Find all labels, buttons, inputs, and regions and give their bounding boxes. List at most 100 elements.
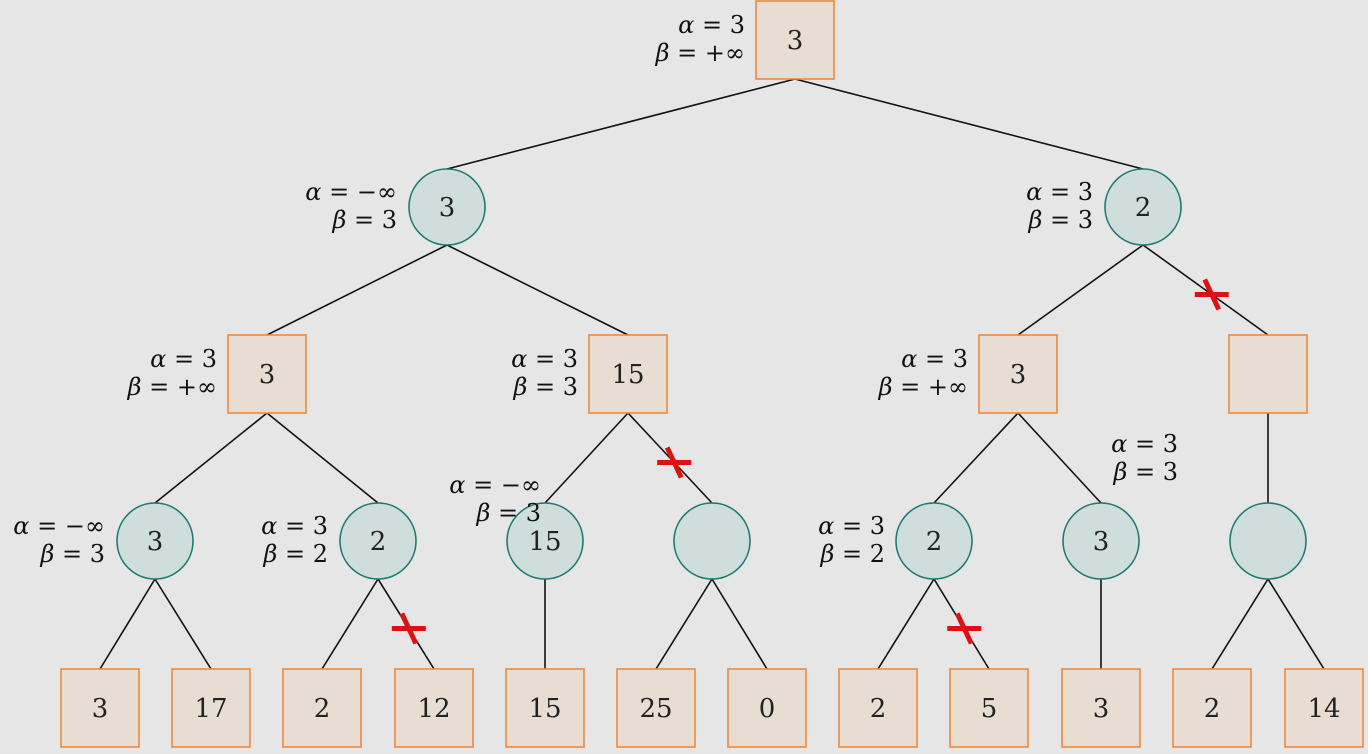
- edge-n211-l8: [877, 578, 935, 670]
- edge-n221-l12: [1267, 578, 1325, 670]
- edge-n1-n11: [266, 244, 448, 336]
- leaf-node-l7: 0: [727, 668, 807, 748]
- node-value: 3: [1093, 694, 1110, 724]
- max-node-n11: 3: [227, 334, 307, 414]
- node-value: 15: [611, 360, 644, 390]
- node-value: 3: [259, 360, 276, 390]
- alpha-beta-label-n212: α = 3β = 3: [1111, 430, 1178, 486]
- edge-n2-n21: [1017, 244, 1144, 336]
- node-value: 2: [870, 694, 887, 724]
- beta-value: 3: [1078, 206, 1093, 234]
- node-value: 25: [639, 694, 672, 724]
- node-value: 3: [787, 26, 804, 56]
- alpha-value: 3: [870, 512, 885, 540]
- leaf-node-l8: 2: [838, 668, 918, 748]
- alpha-value: 3: [313, 512, 328, 540]
- svg-text:β = 3: β = 3: [512, 373, 578, 401]
- svg-text:α = 3: α = 3: [150, 345, 217, 373]
- node-value: 5: [981, 694, 998, 724]
- min-node-n112: 2: [339, 502, 417, 580]
- alpha-value: −∞: [65, 512, 105, 540]
- alpha-beta-label-n1: α = −∞β = 3: [305, 178, 397, 234]
- max-node-n12: 15: [588, 334, 668, 414]
- alpha-beta-label-n21: α = 3β = +∞: [878, 345, 968, 401]
- alpha-beta-label-n111: α = −∞β = 3: [13, 512, 105, 568]
- edge-n111-l1: [99, 578, 156, 670]
- svg-text:β = 3: β = 3: [1112, 458, 1178, 486]
- edge-n112-l3: [321, 578, 379, 670]
- edge-n11-n111: [154, 412, 268, 504]
- prune-x-icon: [947, 612, 982, 645]
- alpha-beta-label-n211: α = 3β = 2: [818, 512, 885, 568]
- beta-value: 3: [382, 206, 397, 234]
- max-node-n21: 3: [978, 334, 1058, 414]
- svg-text:α = −∞: α = −∞: [449, 471, 541, 499]
- svg-text:α = −∞: α = −∞: [305, 178, 397, 206]
- node-value: 2: [370, 527, 387, 557]
- alpha-beta-label-n112: α = 3β = 2: [261, 512, 328, 568]
- node-value: 12: [417, 694, 450, 724]
- prune-x-icon: [1194, 278, 1229, 311]
- alpha-value: 3: [563, 345, 578, 373]
- alpha-value: 3: [1078, 178, 1093, 206]
- node-value: 3: [439, 193, 456, 223]
- svg-text:β = 3: β = 3: [1027, 206, 1093, 234]
- beta-value: 3: [563, 373, 578, 401]
- prune-marks: [391, 278, 1229, 645]
- leaf-node-l11: 2: [1172, 668, 1252, 748]
- min-node-n111: 3: [116, 502, 194, 580]
- node-value: 17: [194, 694, 227, 724]
- edge-n11-n112: [266, 412, 379, 504]
- min-node-n1: 3: [408, 168, 486, 246]
- prune-x-icon: [391, 612, 426, 645]
- leaf-node-l5: 15: [505, 668, 585, 748]
- node-value: 2: [1135, 193, 1152, 223]
- beta-value: 3: [1163, 458, 1178, 486]
- node-value: 0: [759, 694, 776, 724]
- prune-x-icon: [657, 446, 692, 479]
- edge-n221-l11: [1211, 578, 1269, 670]
- edge-root-n1: [446, 78, 796, 170]
- node-value: 15: [528, 694, 561, 724]
- beta-value: 2: [870, 540, 885, 568]
- svg-text:β = 2: β = 2: [819, 540, 885, 568]
- svg-text:α = 3: α = 3: [1026, 178, 1093, 206]
- svg-text:β = +∞: β = +∞: [878, 373, 968, 401]
- node-value: 3: [1093, 527, 1110, 557]
- edge-root-n2: [794, 78, 1144, 170]
- svg-text:α = 3: α = 3: [261, 512, 328, 540]
- svg-text:α = −∞: α = −∞: [13, 512, 105, 540]
- alpha-beta-label-n2: α = 3β = 3: [1026, 178, 1093, 234]
- beta-value: 3: [90, 540, 105, 568]
- max-node-n22: [1228, 334, 1308, 414]
- beta-value: +∞: [177, 373, 217, 401]
- leaf-node-l9: 5: [949, 668, 1029, 748]
- edge-n122-l6: [655, 578, 713, 670]
- beta-value: 2: [313, 540, 328, 568]
- svg-text:β = 3: β = 3: [39, 540, 105, 568]
- node-value: 2: [926, 527, 943, 557]
- node-value: 14: [1307, 694, 1340, 724]
- leaf-node-l6: 25: [616, 668, 696, 748]
- edge-n2-n22: [1142, 244, 1269, 336]
- alpha-value: −∞: [501, 471, 541, 499]
- min-node-n2: 2: [1104, 168, 1182, 246]
- edge-n111-l2: [154, 578, 212, 670]
- svg-text:α = 3: α = 3: [678, 11, 745, 39]
- beta-value: +∞: [705, 39, 745, 67]
- edge-n122-l7: [711, 578, 768, 670]
- edge-n21-n212: [1017, 412, 1102, 504]
- alpha-beta-labels: α = 3β = +∞α = −∞β = 3α = 3β = 3α = 3β =…: [13, 11, 1178, 568]
- node-value: 2: [314, 694, 331, 724]
- svg-text:α = 3: α = 3: [511, 345, 578, 373]
- edge-n21-n211: [933, 412, 1019, 504]
- leaf-node-l1: 3: [60, 668, 140, 748]
- svg-text:β = 3: β = 3: [475, 499, 541, 527]
- svg-text:β = 2: β = 2: [262, 540, 328, 568]
- leaf-node-l12: 14: [1284, 668, 1364, 748]
- leaf-node-l4: 12: [394, 668, 474, 748]
- node-value: 3: [147, 527, 164, 557]
- svg-text:β = +∞: β = +∞: [127, 373, 217, 401]
